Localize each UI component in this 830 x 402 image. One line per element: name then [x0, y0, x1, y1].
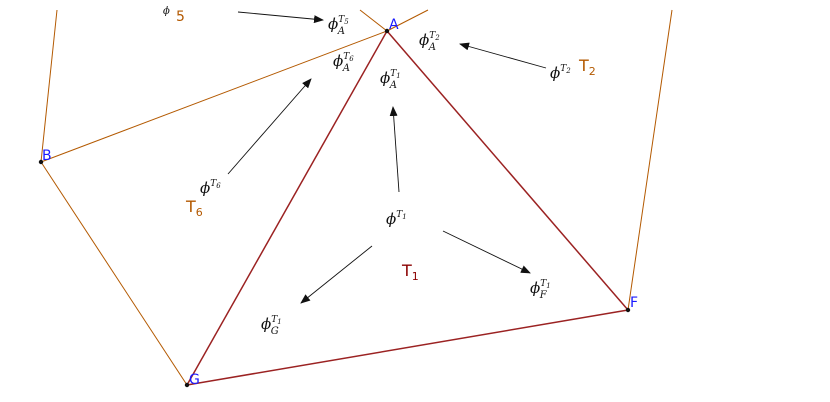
- arrow-T1-to-A: [389, 106, 400, 193]
- edge-B-to-A: [40, 30, 388, 163]
- arrow-T6-to-A: [227, 78, 312, 175]
- phi-T5-partial-glyph: ϕ: [163, 6, 170, 17]
- arrow-T1-to-G: [300, 245, 373, 304]
- edge-F-to-top-right: [627, 9, 673, 311]
- triangle-label-T2: T2: [578, 56, 596, 78]
- vertex-G: [184, 382, 190, 388]
- vertex-F: [625, 307, 631, 313]
- edge-A-to-top-right: [386, 9, 429, 32]
- edge-G-to-F: [186, 309, 629, 386]
- vertex-label-B: B: [42, 148, 52, 164]
- phi-T2-label: ϕT2: [550, 64, 571, 82]
- phi-T6-label: ϕT6: [200, 179, 221, 197]
- arrow-T1-to-F: [442, 230, 531, 274]
- vertex-B: [38, 159, 44, 165]
- edge-A-to-F: [386, 30, 629, 311]
- triangle-label-T5-partial: 5: [176, 9, 185, 25]
- edge-A-to-top-left: [359, 9, 388, 32]
- edge-A-to-G: [186, 30, 388, 386]
- vertex-A: [384, 28, 390, 34]
- arrow-T5-to-A: [237, 11, 324, 24]
- arrow-T2-to-A: [459, 42, 547, 69]
- vertex-label-F: F: [630, 295, 638, 311]
- triangle-label-T1: T1: [401, 261, 419, 283]
- edge-B-to-G: [40, 161, 188, 386]
- triangle-label-T6: T6: [185, 197, 203, 219]
- phi-T1-label: ϕT1: [386, 210, 407, 228]
- vertex-label-A: A: [389, 17, 399, 33]
- edge-top-left-to-B: [40, 9, 58, 163]
- vertex-label-G: G: [189, 372, 200, 388]
